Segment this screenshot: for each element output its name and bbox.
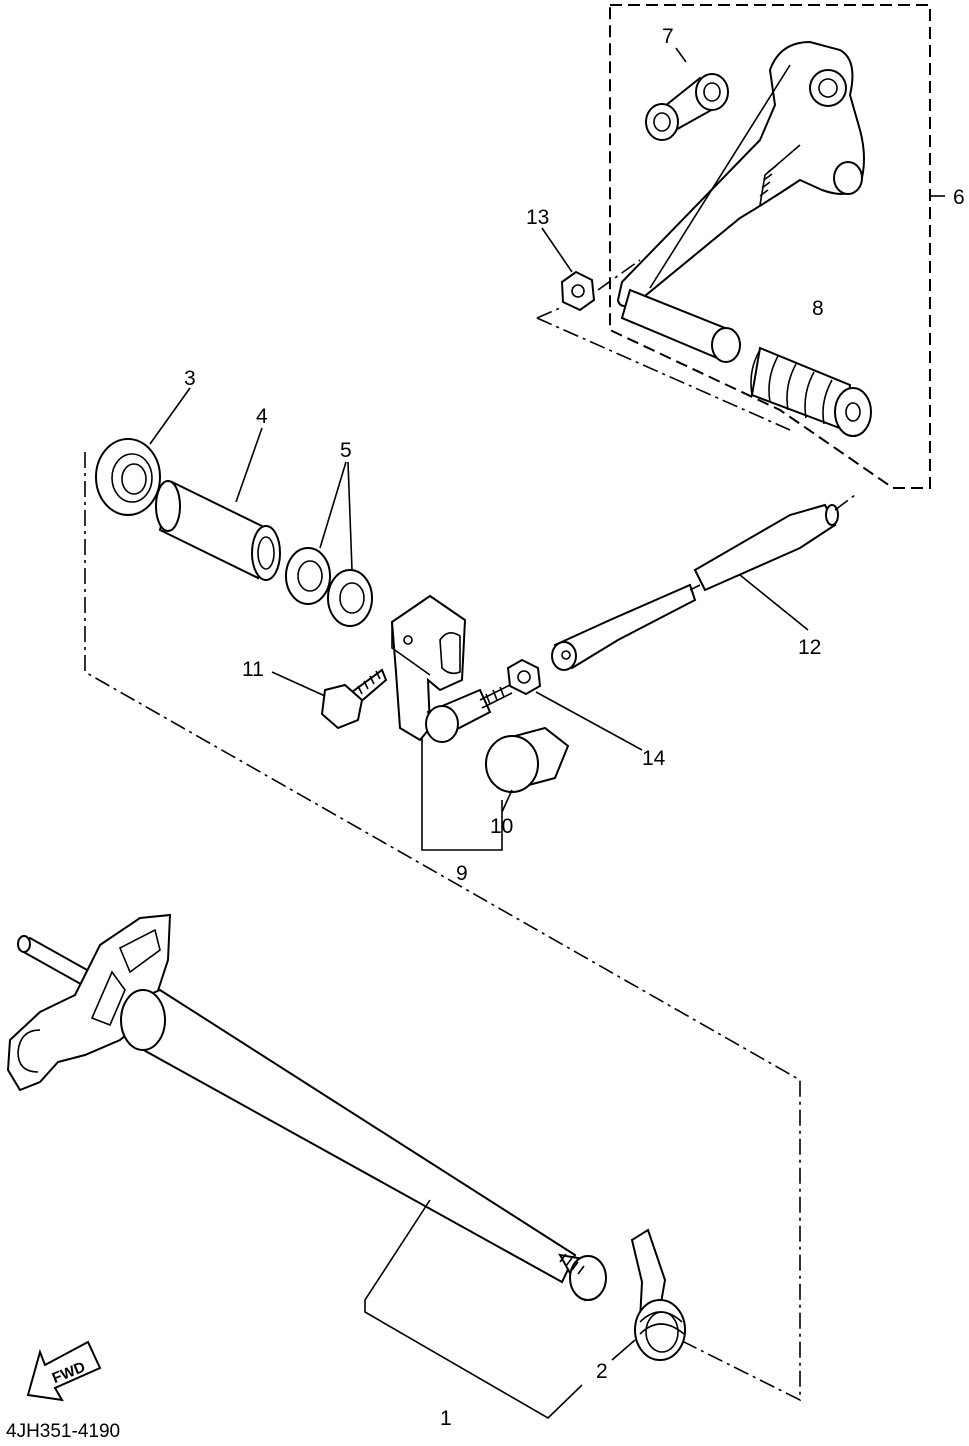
drawing-code: 4JH351-4190 (6, 1421, 120, 1441)
callout-9: 9 (456, 862, 468, 885)
part-9-shift-arm (390, 594, 513, 851)
part-6-group-box (609, 4, 945, 489)
callout-12: 12 (798, 636, 821, 659)
part-3-oil-seal (95, 387, 191, 516)
callout-2: 2 (596, 1360, 608, 1383)
part-12-shift-rod (551, 494, 856, 671)
callout-6: 6 (953, 186, 965, 209)
part-1-shift-shaft (6, 913, 607, 1419)
part-10-boot-cap (485, 726, 570, 793)
callout-5: 5 (340, 439, 352, 462)
callout-1: 1 (440, 1407, 452, 1430)
callout-14: 14 (642, 747, 666, 770)
callout-8: 8 (812, 297, 824, 320)
shift-pedal-arm (616, 40, 865, 307)
part-14-nut (506, 658, 643, 751)
part-4-collar (155, 427, 281, 581)
part-2-torsion-spring (611, 1228, 686, 1361)
part-7-joint (645, 47, 729, 141)
part-8-pedal-rubber (750, 346, 872, 437)
callout-7: 7 (662, 25, 674, 48)
callout-3: 3 (184, 367, 196, 390)
fwd-arrow-icon: FWD (26, 1340, 102, 1402)
part-13-nut (541, 227, 641, 312)
callout-4: 4 (256, 405, 268, 428)
part-5-bearings (285, 461, 373, 627)
callout-10: 10 (490, 815, 513, 838)
part-11-bolt (271, 668, 388, 730)
pedal-peg-pin (620, 288, 741, 363)
callout-13: 13 (526, 206, 549, 229)
callout-11: 11 (242, 658, 264, 681)
